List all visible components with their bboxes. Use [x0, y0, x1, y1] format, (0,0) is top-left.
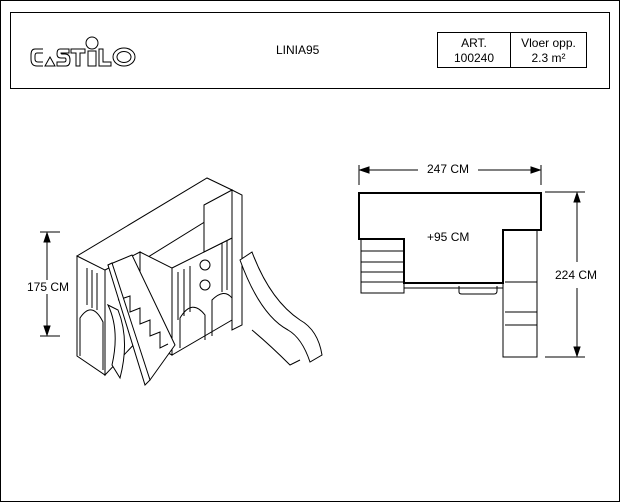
depth-label: 224 CM	[552, 268, 601, 282]
floor-area-value: 2.3 m²	[531, 51, 566, 65]
castilo-logo	[30, 36, 136, 67]
floor-area-label: Vloer opp.	[521, 36, 576, 50]
title-block: LINIA95 ART. 100240 Vloer opp. 2.3 m²	[10, 12, 610, 89]
model-name: LINIA95	[276, 43, 320, 57]
depth-dimension-line	[545, 191, 585, 358]
height-label: 175 CM	[24, 280, 73, 294]
article-box: ART. 100240	[437, 32, 511, 68]
article-number: 100240	[453, 51, 495, 65]
width-label: 247 CM	[424, 162, 473, 176]
article-label: ART.	[461, 36, 487, 50]
platform-height-label: +95 CM	[427, 230, 470, 244]
width-dimension-line	[358, 165, 542, 185]
floor-area-box: Vloer opp. 2.3 m²	[510, 32, 587, 68]
